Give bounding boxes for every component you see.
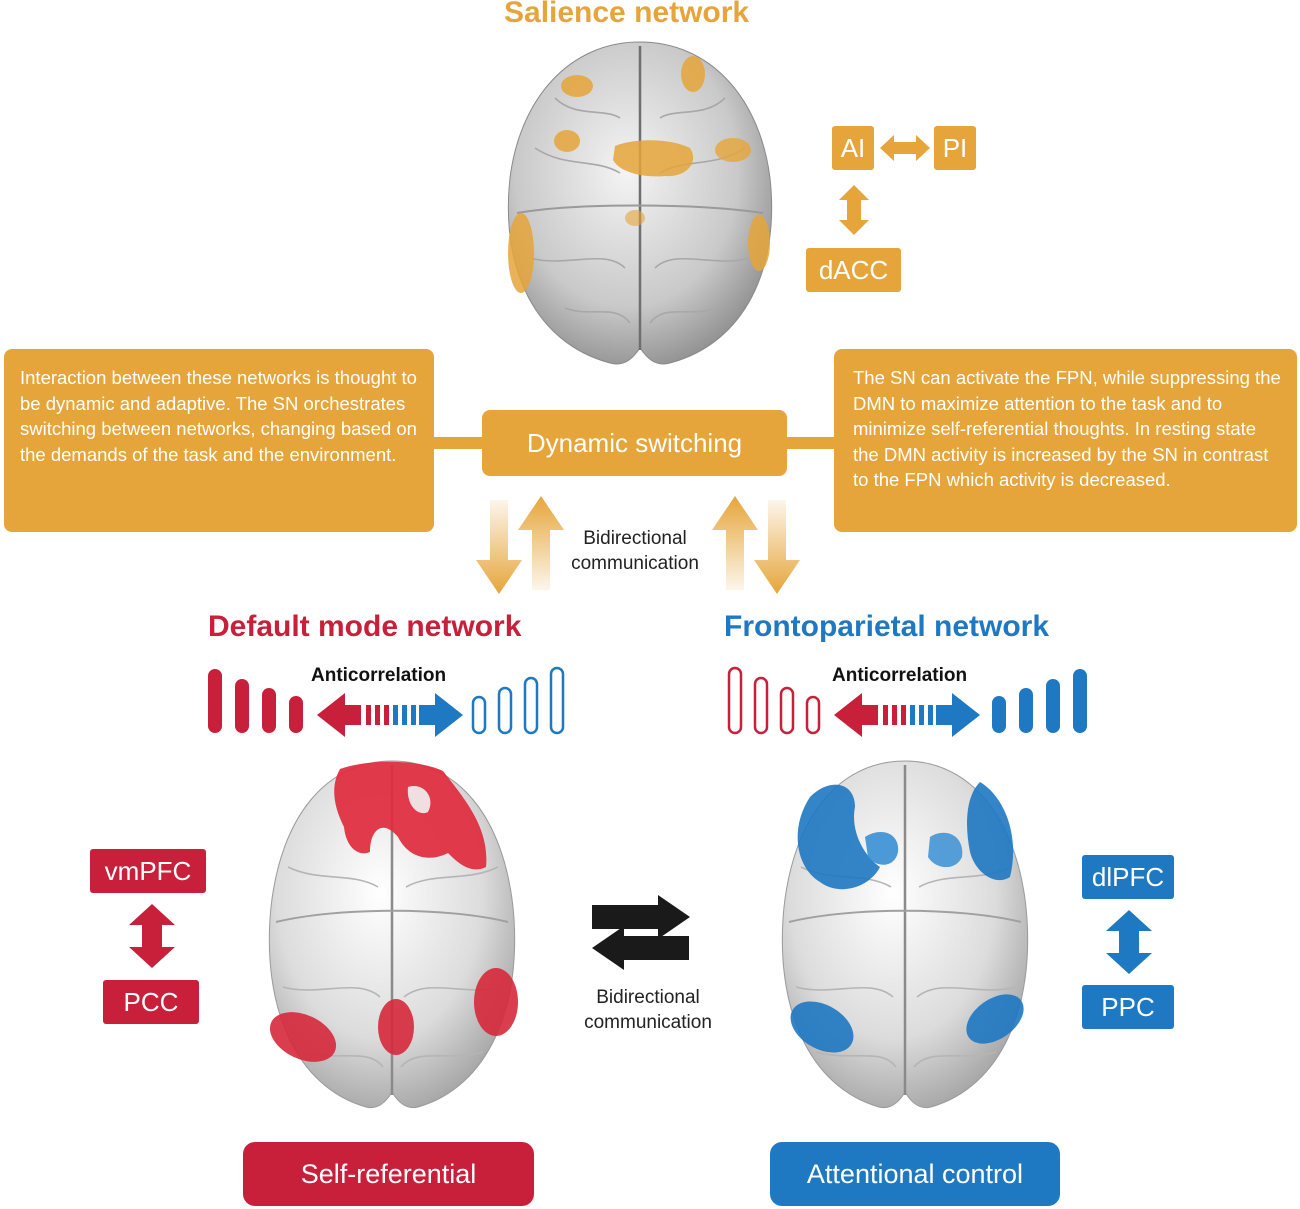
fpn-anticorrelation-graphic bbox=[727, 666, 1087, 737]
dmn-title: Default mode network bbox=[208, 610, 522, 643]
self-referential-label-box: Self-referential bbox=[243, 1142, 534, 1206]
left-description-box: Interaction between these networks is th… bbox=[4, 349, 434, 532]
attentional-control-label-box: Attentional control bbox=[770, 1142, 1060, 1206]
salience-brain-image bbox=[507, 41, 773, 365]
vertical-arrows-right bbox=[712, 496, 800, 594]
ai-pi-double-arrow bbox=[880, 135, 930, 161]
dmn-anticorrelation-graphic bbox=[208, 666, 565, 737]
ai-dacc-double-arrow bbox=[839, 185, 869, 235]
upper-communication-line1: Bidirectional bbox=[583, 528, 687, 549]
upper-communication-line2: communication bbox=[571, 553, 699, 574]
dmn-anticorrelation-label: Anticorrelation bbox=[311, 665, 447, 686]
fpn-brain-image bbox=[781, 760, 1029, 1109]
salience-network-title: Salience network bbox=[504, 0, 750, 29]
upper-communication-caption: Bidirectional communication bbox=[555, 526, 715, 576]
dynamic-switching-label: Dynamic switching bbox=[526, 428, 743, 458]
dynamic-switching-box: Dynamic switching bbox=[482, 410, 787, 476]
vmpfc-pcc-double-arrow bbox=[129, 904, 175, 968]
ai-node: AI bbox=[832, 126, 874, 170]
dlpfc-ppc-double-arrow bbox=[1106, 910, 1152, 974]
vmpfc-node: vmPFC bbox=[90, 849, 206, 893]
dmn-brain-image bbox=[268, 760, 518, 1109]
vertical-arrows-left bbox=[476, 496, 564, 594]
left-connector-line bbox=[430, 437, 484, 449]
pi-node: PI bbox=[934, 126, 976, 170]
fpn-title: Frontoparietal network bbox=[724, 610, 1050, 643]
ppc-node: PPC bbox=[1082, 985, 1174, 1029]
dacc-node: dACC bbox=[806, 248, 901, 292]
self-referential-label: Self-referential bbox=[300, 1159, 477, 1189]
lower-communication-caption: Bidirectional communication bbox=[568, 985, 728, 1035]
right-description-box: The SN can activate the FPN, while suppr… bbox=[834, 349, 1297, 532]
fpn-anticorrelation-label: Anticorrelation bbox=[832, 665, 968, 686]
dlpfc-node: dlPFC bbox=[1082, 855, 1174, 899]
attentional-control-label: Attentional control bbox=[806, 1159, 1024, 1189]
lower-communication-line1: Bidirectional bbox=[596, 987, 700, 1008]
lower-communication-line2: communication bbox=[584, 1012, 712, 1033]
pcc-node: PCC bbox=[103, 980, 199, 1024]
right-connector-line bbox=[784, 437, 838, 449]
bidirectional-black-arrows bbox=[592, 895, 690, 970]
